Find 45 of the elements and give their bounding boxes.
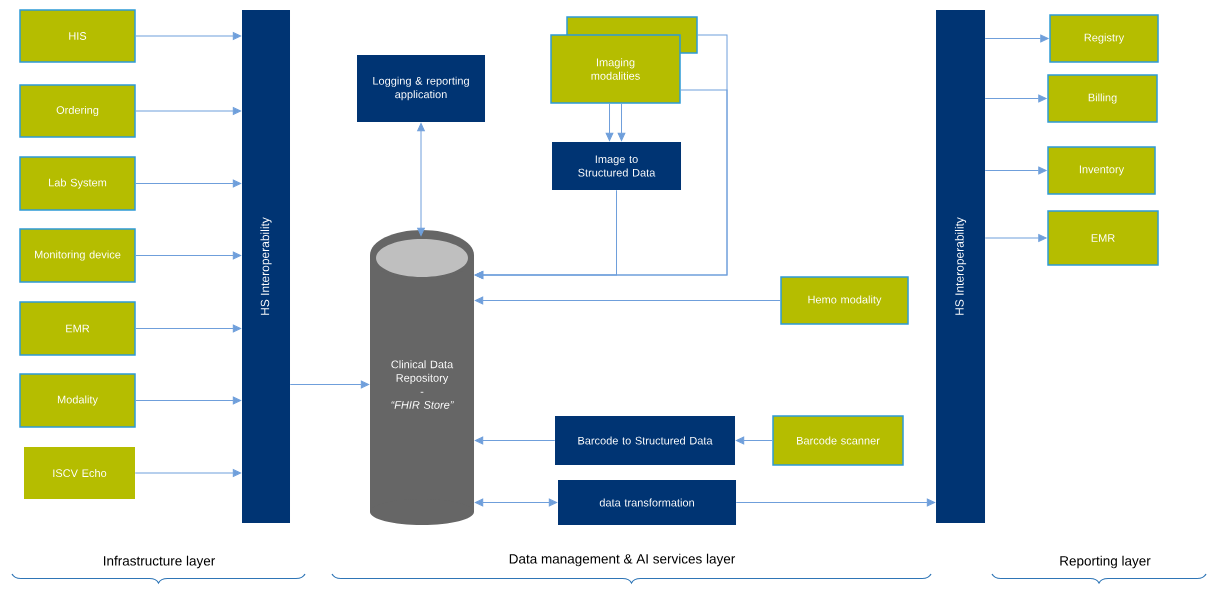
arrow — [289, 380, 370, 389]
interoperability-bar: HS Interoperability — [936, 10, 985, 523]
arrow — [135, 107, 242, 115]
system-box: Registry — [1049, 14, 1159, 63]
system-box: Modality — [19, 373, 136, 428]
system-box: Inventory — [1047, 146, 1156, 195]
arrow — [474, 436, 556, 445]
arrow — [135, 324, 242, 333]
arrow — [617, 103, 626, 142]
system-box: EMR — [1047, 210, 1159, 266]
arrow — [984, 166, 1047, 175]
interoperability-bar: HS Interoperability — [242, 10, 290, 523]
system-box: Barcode scanner — [772, 415, 904, 466]
system-box: HIS — [19, 9, 136, 63]
system-box: Ordering — [19, 84, 136, 138]
database-cylinder: Clinical Data Repository - “FHIR Store” — [370, 230, 474, 525]
layer-label: Data management & AI services layer — [509, 553, 736, 567]
system-box: Hemo modality — [780, 276, 909, 325]
arrow — [735, 498, 936, 507]
arrow — [984, 94, 1047, 103]
system-box: Lab System — [19, 156, 136, 211]
arrow — [605, 103, 614, 142]
arrow — [135, 251, 242, 260]
arrow — [134, 469, 242, 477]
arrow — [474, 89, 728, 279]
arrow — [135, 32, 242, 40]
system-box: Monitoring device — [19, 228, 136, 283]
arrow — [984, 34, 1049, 43]
arrow — [474, 296, 781, 305]
system-box: Imaging modalities — [550, 34, 681, 104]
arrow — [135, 396, 242, 405]
service-box: Image to Structured Data — [552, 142, 681, 190]
service-box: Logging & reporting application — [357, 55, 485, 122]
system-box: ISCV Echo — [24, 447, 135, 499]
service-box: data transformation — [558, 480, 736, 525]
arrow — [135, 179, 242, 188]
arrow — [984, 234, 1047, 242]
service-box: Barcode to Structured Data — [555, 416, 735, 465]
arrow — [417, 122, 425, 237]
arrow — [474, 498, 558, 507]
layer-label: Reporting layer — [1060, 555, 1151, 569]
system-box: EMR — [19, 301, 136, 356]
arrow — [735, 436, 773, 445]
layer-label: Infrastructure layer — [103, 555, 216, 569]
system-box: Billing — [1047, 74, 1158, 123]
